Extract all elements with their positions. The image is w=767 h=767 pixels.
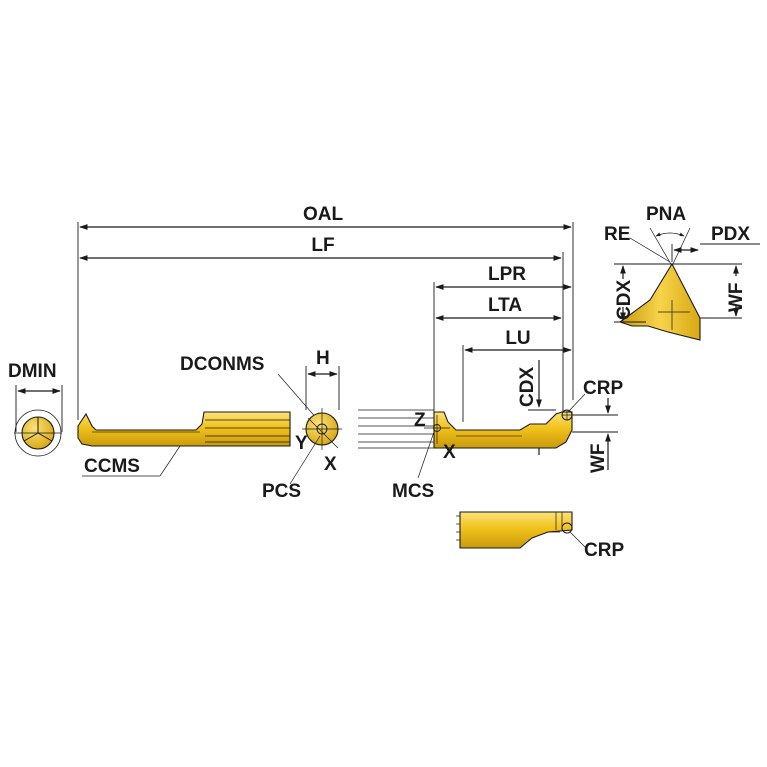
crp-main: CRP xyxy=(567,378,623,413)
wf-detail-label: WF xyxy=(726,282,747,312)
tip-detail-view: RE PNA PDX CDX WF xyxy=(604,204,760,341)
dmin-label: DMIN xyxy=(8,361,57,382)
wf-main-label: WF xyxy=(588,443,609,473)
lu-label: LU xyxy=(505,328,530,349)
oal-label: OAL xyxy=(303,204,344,225)
dimension-lf: LF xyxy=(79,235,564,415)
pcs-cross-section: DCONMS H Y X PCS xyxy=(180,348,342,502)
cdx-main-label: CDX xyxy=(517,367,538,407)
ccms: CCMS xyxy=(82,445,181,477)
y-label: Y xyxy=(295,433,308,454)
dimension-lta: LTA xyxy=(435,295,562,321)
tool-shank-left xyxy=(77,411,291,447)
tool-head-right: Z X MCS xyxy=(358,409,573,502)
h-label: H xyxy=(316,348,330,369)
dconms-label: DCONMS xyxy=(180,354,264,375)
cdx-detail-label: CDX xyxy=(614,280,635,320)
lf-label: LF xyxy=(311,235,334,256)
x-pcs-label: X xyxy=(324,454,337,475)
crp-detail-label: CRP xyxy=(584,540,624,561)
x-mcs-label: X xyxy=(443,442,456,463)
z-label: Z xyxy=(414,410,426,431)
dimension-lpr: LPR xyxy=(433,264,572,425)
dimension-lu: LU xyxy=(462,328,572,422)
mcs-label: MCS xyxy=(392,481,434,502)
re-label: RE xyxy=(604,224,630,245)
lpr-label: LPR xyxy=(488,264,526,285)
dimension-wf-main: WF xyxy=(572,398,618,473)
dimension-cdx-main: CDX xyxy=(517,360,556,455)
crp-main-label: CRP xyxy=(583,378,623,399)
lta-label: LTA xyxy=(488,295,522,316)
pdx-label: PDX xyxy=(711,224,750,245)
dimension-oal: OAL xyxy=(77,204,574,420)
pna-label: PNA xyxy=(646,204,686,225)
tool-alt-view: CRP xyxy=(456,511,624,561)
ccms-label: CCMS xyxy=(84,456,140,477)
dmin-end-view: DMIN xyxy=(8,361,63,457)
pcs-label: PCS xyxy=(262,481,301,502)
